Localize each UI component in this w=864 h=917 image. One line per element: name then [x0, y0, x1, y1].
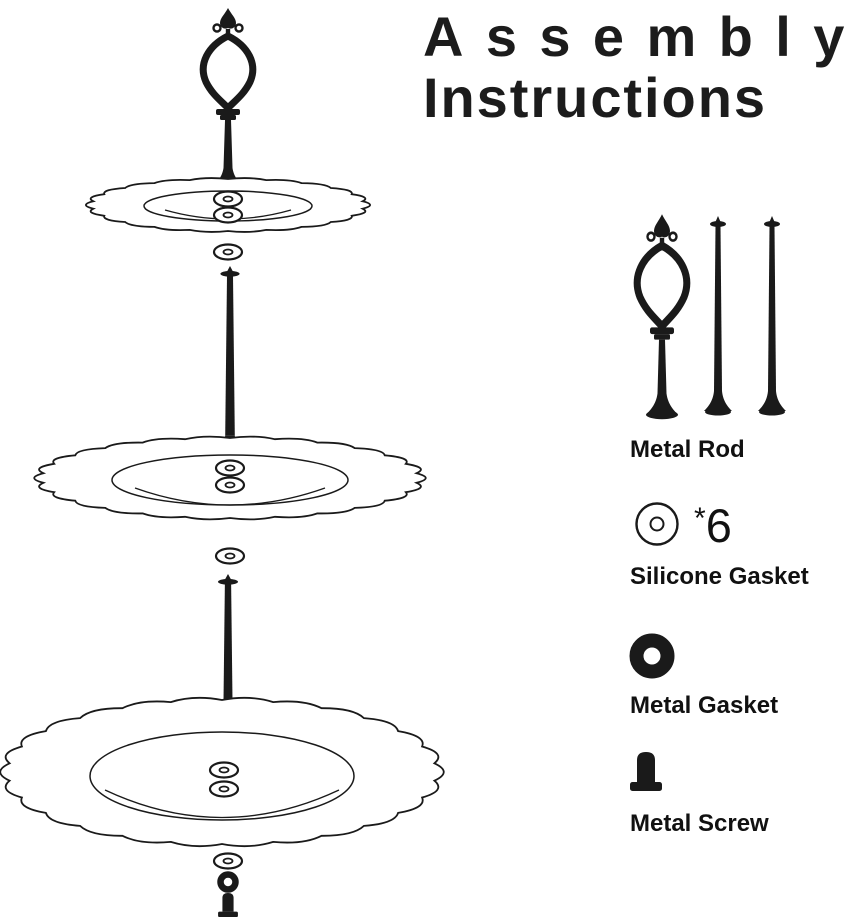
legend-metal-screw-icon [630, 752, 662, 791]
metal-rod-icon [213, 266, 247, 460]
title-line-2: Instructions [423, 66, 767, 129]
finial-handle-icon [203, 8, 253, 191]
metal-screw-label: Metal Screw [630, 810, 769, 837]
silicone-gasket-icon [212, 243, 244, 261]
title-line-1: Assembly [423, 5, 864, 68]
exploded-stand-diagram [0, 8, 445, 917]
silicone-gasket-icon [214, 476, 246, 494]
metal-gasket-label: Metal Gasket [630, 692, 779, 719]
silicone-gasket-icon [208, 780, 240, 798]
legend-metal-rod-icon [637, 214, 786, 419]
silicone-gasket-icon [212, 190, 244, 208]
metal-gasket-icon [217, 871, 239, 893]
page-title: Assembly Instructions [423, 6, 864, 128]
asterisk: * [694, 502, 706, 535]
silicone-gasket-icon [212, 852, 244, 870]
legend-metal-gasket-icon [629, 633, 675, 679]
silicone-gasket-icon [214, 459, 246, 477]
silicone-gasket-icon [212, 206, 244, 224]
silicone-gasket-icon [208, 761, 240, 779]
quantity-value: 6 [705, 499, 732, 552]
silicone-gasket-icon [214, 547, 246, 565]
metal-screw-icon [218, 893, 238, 917]
silicone-gasket-label: Silicone Gasket [630, 563, 809, 590]
silicone-gasket-quantity: *6 [694, 498, 732, 553]
legend-silicone-gasket-icon [635, 502, 679, 546]
metal-rod-label: Metal Rod [630, 436, 745, 463]
